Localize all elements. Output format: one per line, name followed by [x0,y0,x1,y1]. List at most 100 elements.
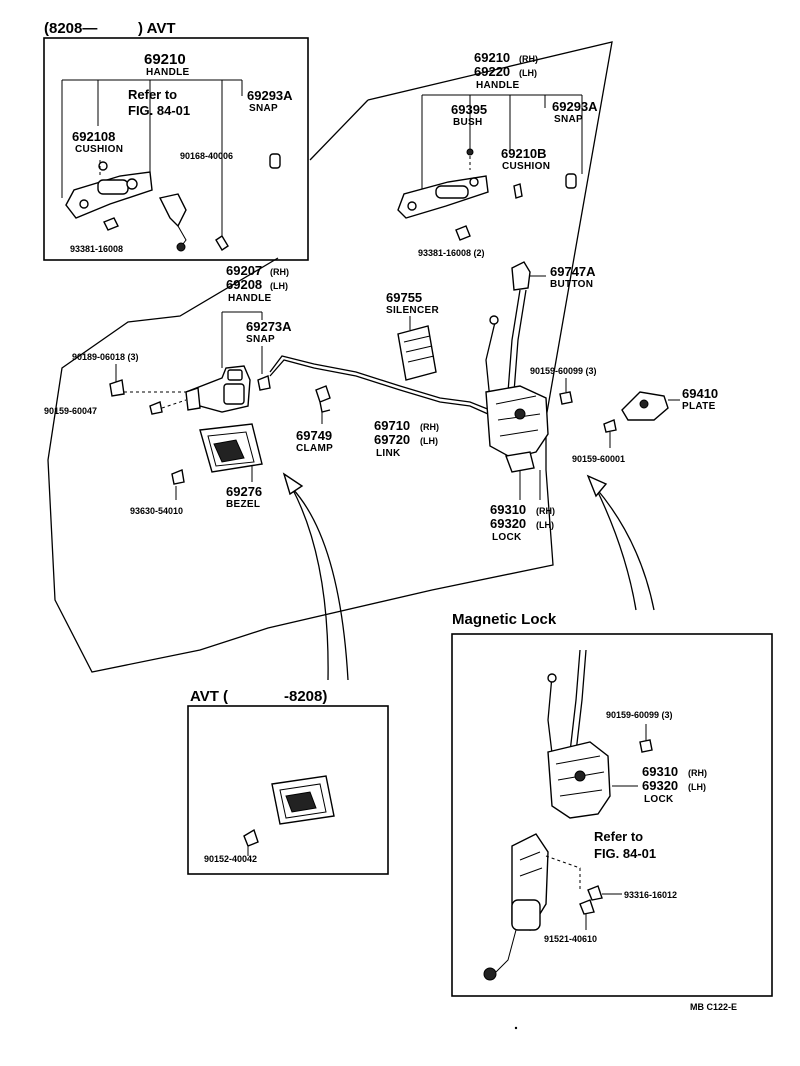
inset-avt-old: AVT ( -8208) 90152-40042 [187,688,389,875]
magnetic-lock-pn-lh-suffix: (LH) [688,782,706,792]
magnetic-lock-pn-lh: 69320 [642,778,678,793]
lock-screw-pn: 90159-60099 (3) [530,366,597,376]
silencer-callout: 69755 SILENCER [386,290,439,381]
magnetic-lock-mechanism [547,649,611,819]
bezel-screw-part [171,469,185,485]
outer-bolt-pn: 93381-16008 (2) [418,248,485,258]
link-part [269,355,491,415]
footer-code: MB C122-E [690,1002,737,1012]
outer-cushion-pn: 69210B [501,146,547,161]
plate-pn: 69410 [682,386,718,401]
outer-cushion-part [513,183,523,199]
clamp-callout: 69749 CLAMP [296,385,333,454]
bush-part [466,148,474,156]
magnetic-screw3-part [579,899,595,915]
door-outline [47,41,613,673]
inner-handle-callouts: 69207 (RH) 69208 (LH) HANDLE 69273A SNAP [184,263,292,413]
inner-snap-pn: 69273A [246,319,292,334]
magnetic-refer-line1: Refer to [594,829,643,844]
bush-pn: 69395 [451,102,487,117]
magnetic-screw-part [639,739,653,753]
lock-screw-part [559,391,573,405]
outer-handle-name: HANDLE [476,80,519,91]
silencer-name: SILENCER [386,305,439,316]
screw-inner-part [149,401,163,415]
nut-part [109,379,125,397]
link-name: LINK [376,448,401,459]
inset-screw-pn: 90168-40006 [180,151,233,161]
inset-refer-line1: Refer to [128,87,177,102]
inset-handle-pn: 69210 [144,51,186,68]
inset-outer-handle [65,171,187,252]
magnetic-actuator [483,833,549,981]
inset-avt-old-screw-pn: 90152-40042 [204,854,257,864]
inset-cushion-name: CUSHION [75,144,123,155]
nut-pn: 90189-06018 (3) [72,352,139,362]
inset-bolt-pn: 93381-16008 [70,244,123,254]
outer-bolt-part [455,225,471,241]
link-pn-lh-suffix: (LH) [420,436,438,446]
magnetic-screw3-pn: 91521-40610 [544,934,597,944]
inner-snap-part [257,375,271,391]
outer-cushion-name: CUSHION [502,161,550,172]
inner-handle-pn-lh: 69208 [226,277,262,292]
bezel-name: BEZEL [226,499,260,510]
outer-snap-part [565,173,577,189]
magnetic-lock-name: LOCK [644,794,674,805]
outer-handle-pn-lh-suffix: (LH) [519,68,537,78]
outer-snap-pn: 69293A [552,99,598,114]
inset-avt-new-range-start: (8208— [44,20,97,37]
silencer-part [397,325,437,381]
inset-cushion-part [98,161,108,171]
inner-handle-name: HANDLE [228,293,271,304]
lock-name: LOCK [492,532,522,543]
lock-part [485,289,549,473]
bezel-screw-pn: 93630-54010 [130,506,183,516]
link-pn-rh-suffix: (RH) [420,422,439,432]
button-pn: 69747A [550,264,596,279]
inner-handle-part [184,365,251,413]
lock-pn-lh: 69320 [490,516,526,531]
plate-screw-pn: 90159-60001 [572,454,625,464]
inset-avt-old-title-start: AVT ( [190,688,228,705]
screw-inner-pn: 90159-60047 [44,406,97,416]
magnetic-screw-pn: 90159-60099 (3) [606,710,673,720]
magnetic-lock-pn-rh-suffix: (RH) [688,768,707,778]
stray-dot [514,1026,518,1030]
lock-pn-rh-suffix: (RH) [536,506,555,516]
inset-screw-part [215,235,229,251]
inset-snap-pn: 69293A [247,88,293,103]
plate-name: PLATE [682,401,716,412]
bezel-pn: 69276 [226,484,262,499]
button-name: BUTTON [550,279,593,290]
link-callout: 69710 (RH) 69720 (LH) LINK [374,418,439,459]
bush-name: BUSH [453,117,483,128]
outer-handle-pn-lh: 69220 [474,64,510,79]
inner-handle-pn-rh-suffix: (RH) [270,267,289,277]
inset-avt-old-title-end: -8208) [284,688,327,705]
arrow-to-magnetic-lock [586,474,655,611]
inset-snap-name: SNAP [249,103,278,114]
lock-pn-rh: 69310 [490,502,526,517]
bezel-callout: 69276 BEZEL 93630-54010 [130,423,263,516]
inset-cushion-pn: 692108 [72,129,115,144]
outer-handle-callouts: 69210 (RH) 69220 (LH) HANDLE 69395 BUSH … [397,50,598,258]
magnetic-lock-frame [451,633,773,997]
outer-handle-part [397,175,489,219]
plate-screw-part [603,419,617,433]
inset-refer-line2: FIG. 84-01 [128,103,190,118]
button-callout: 69747A BUTTON [511,261,596,291]
inner-handle-pn-rh: 69207 [226,263,262,278]
button-part [511,261,531,291]
inset-avt-new-range-end: ) AVT [138,20,176,37]
silencer-pn: 69755 [386,290,422,305]
link-pn-rh: 69710 [374,418,410,433]
lock-pn-lh-suffix: (LH) [536,520,554,530]
arrow-to-old-avt [282,472,349,681]
inset-avt-old-frame [187,705,389,875]
clamp-name: CLAMP [296,443,333,454]
inner-handle-pn-lh-suffix: (LH) [270,281,288,291]
lock-callout: 69310 (RH) 69320 (LH) LOCK [490,470,555,543]
outer-snap-name: SNAP [554,114,583,125]
